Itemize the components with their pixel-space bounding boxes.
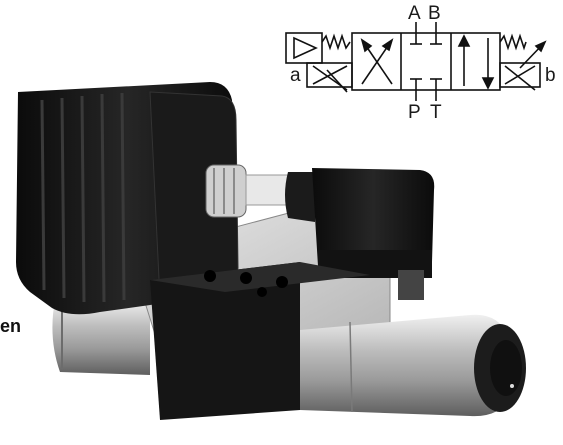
hydraulic-symbol <box>285 22 547 101</box>
port-t-label: T <box>430 102 442 123</box>
connector-plug <box>312 168 435 266</box>
plug-nut <box>285 172 318 222</box>
cable-gland <box>205 164 247 218</box>
cable-segment <box>245 174 291 206</box>
port-b-label: B <box>428 3 441 24</box>
connector-led-window <box>398 270 424 300</box>
right-solenoid-tube <box>300 314 512 417</box>
pilot-triangle-icon <box>293 36 318 60</box>
port-a-label: A <box>408 3 421 24</box>
solenoid-a-box <box>285 32 323 64</box>
valve-envelope <box>351 32 501 91</box>
spring-a-icon <box>321 33 351 51</box>
coil-ribs <box>40 92 126 303</box>
side-b-label: b <box>545 65 556 86</box>
coil-b-box <box>499 62 541 88</box>
port-p-label: P <box>408 102 421 123</box>
cropped-caption-text: en <box>0 316 22 336</box>
valve-body-front <box>150 262 300 420</box>
side-a-label: a <box>290 65 301 86</box>
valve-body-top <box>150 262 370 292</box>
spring-b-icon <box>499 33 527 51</box>
left-solenoid-tube <box>52 300 150 375</box>
valve-photo <box>16 82 526 420</box>
